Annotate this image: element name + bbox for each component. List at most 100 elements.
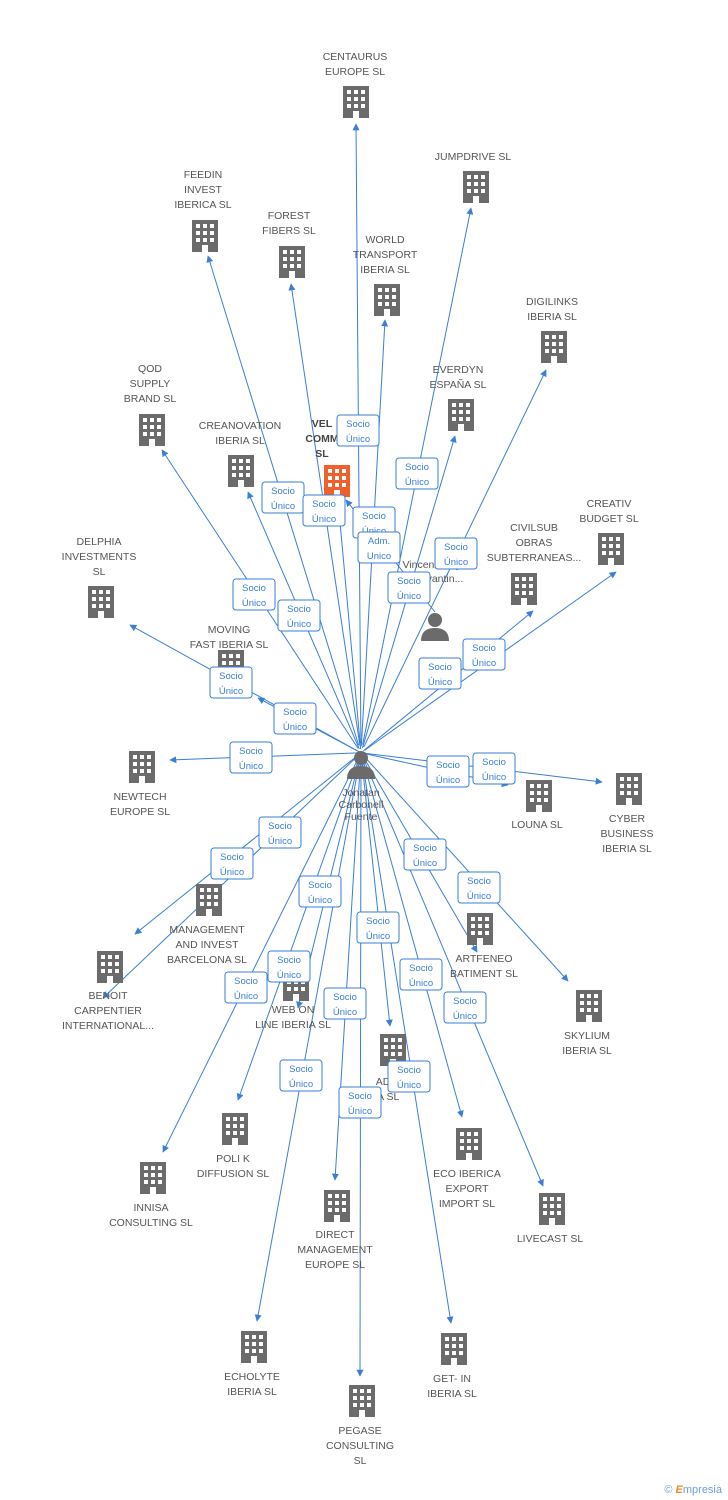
building-icon — [324, 465, 350, 497]
person-icon — [421, 613, 449, 641]
company-label: JUMPDRIVE SL — [435, 151, 512, 163]
building-icon — [463, 171, 489, 203]
company-jumpdrive[interactable]: JUMPDRIVE SL — [435, 151, 512, 203]
company-livecast[interactable]: LIVECAST SL — [517, 1193, 583, 1245]
building-icon — [343, 86, 369, 118]
edge-adria — [360, 756, 393, 1027]
building-icon — [140, 1162, 166, 1194]
edge-skylium — [363, 755, 569, 982]
building-icon — [616, 773, 642, 805]
edge-echolyte — [254, 761, 360, 1322]
edge-velcomm — [335, 499, 362, 750]
building-icon — [222, 1113, 248, 1145]
svg-text:Adm.Unico: Adm.Unico — [367, 536, 391, 562]
footer-brand[interactable]: © Empresia — [664, 1484, 722, 1496]
building-icon — [456, 1128, 482, 1160]
copyright-symbol: © — [664, 1484, 673, 1496]
relation-badge-adm-velcomm[interactable]: Adm.Unico — [357, 531, 401, 564]
brand-name: mpresia — [682, 1484, 722, 1496]
edge-innisa — [162, 758, 359, 1153]
company-louna[interactable]: LOUNA SL — [511, 780, 563, 831]
building-icon — [539, 1193, 565, 1225]
